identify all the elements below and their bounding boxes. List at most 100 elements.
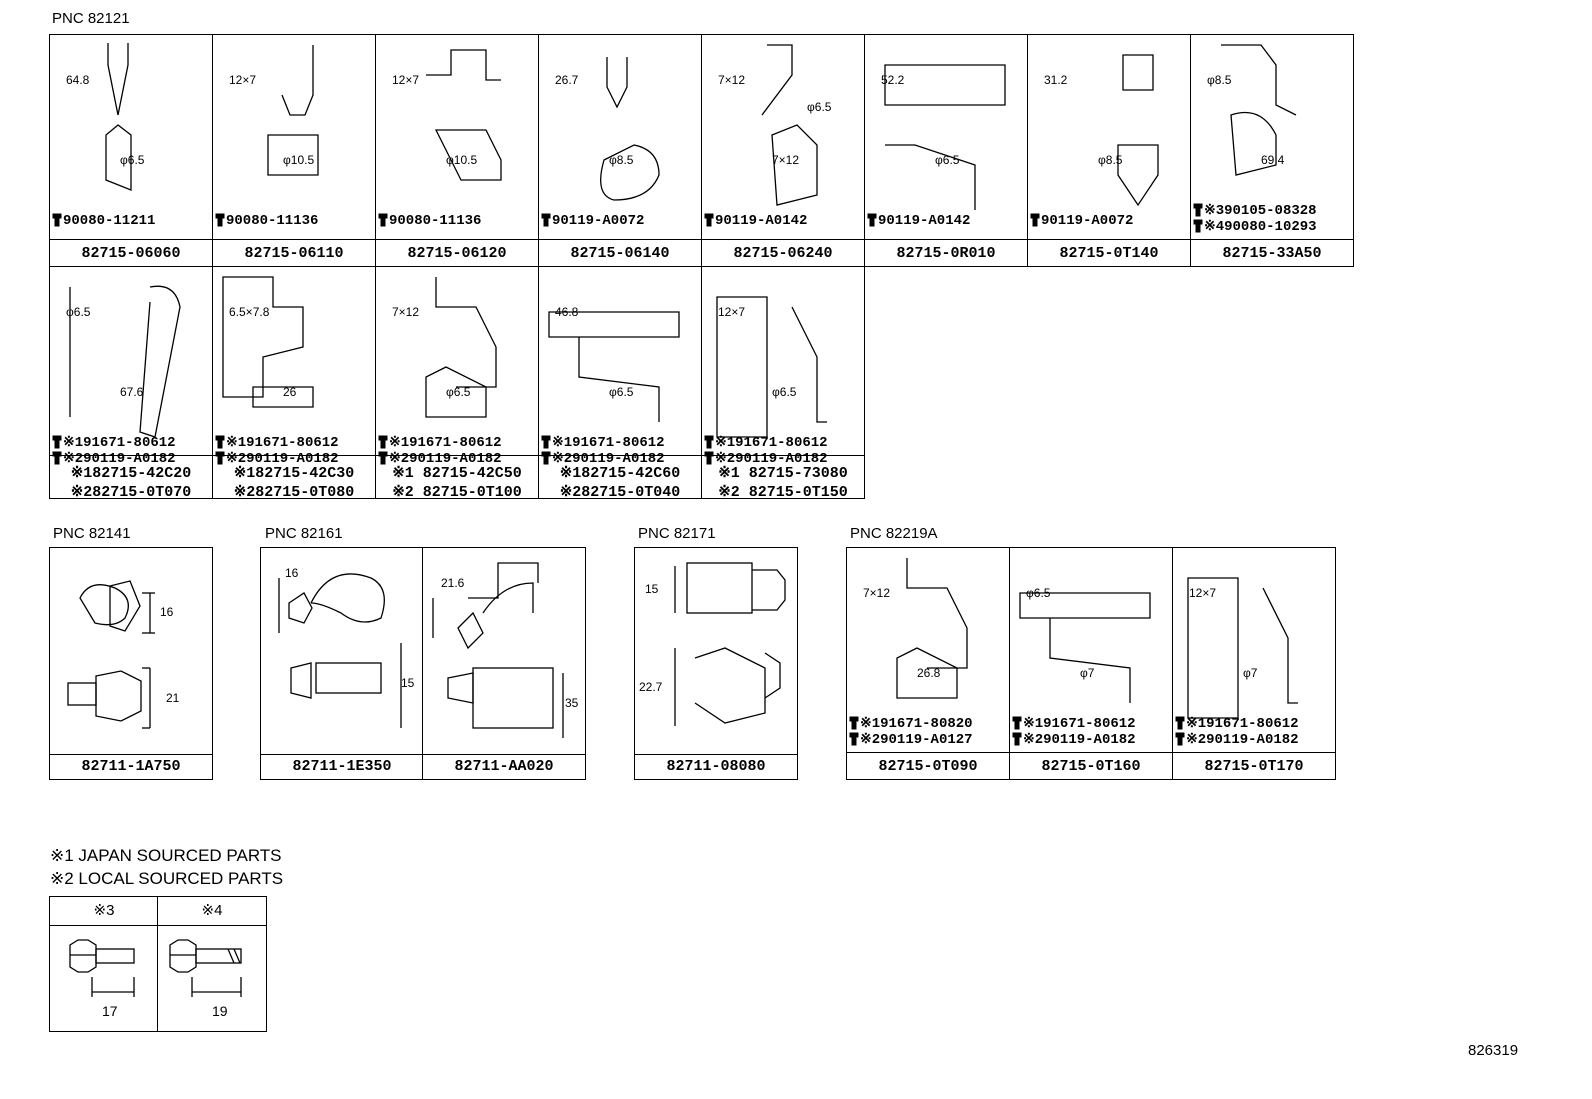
bolt-icon <box>849 716 859 730</box>
dim-text: 26 <box>283 385 297 399</box>
dim-text: φ6.5 <box>807 100 832 114</box>
bolt-icon <box>215 435 225 449</box>
bolt-icon <box>1193 203 1203 217</box>
bolt-callout: 90119-A0072 <box>1030 213 1133 229</box>
bolt-icon <box>867 213 877 227</box>
bolt-callout: ※390105-08328 <box>1193 203 1317 219</box>
part-number: 82715-33A50 <box>1222 245 1322 262</box>
dim-text: 12×7 <box>1189 586 1217 600</box>
part-number: 82715-0R010 <box>896 245 996 262</box>
bolt-icon <box>704 435 714 449</box>
part-number: 82715-0T170 <box>1204 758 1304 775</box>
bolt-callout: 90080-11136 <box>378 213 481 229</box>
dim-text: φ7 <box>1080 666 1095 680</box>
bracket-drawing <box>884 64 1006 210</box>
bolt-callout: 90119-A0142 <box>704 213 807 229</box>
part-cell-82711-1E350[interactable]: 16 15 82711-1E350 <box>260 547 424 780</box>
bracket-drawing <box>1117 54 1159 207</box>
dim-text: φ10.5 <box>283 153 315 167</box>
bolt-icon <box>1175 732 1185 746</box>
part-number: 82711-08080 <box>666 758 766 775</box>
bolt-number: ※390105-08328 <box>1204 203 1317 219</box>
bolt-number: ※191671-80612 <box>63 435 176 451</box>
bolt-callout: 90119-A0142 <box>867 213 970 229</box>
dim-text: φ7 <box>1243 666 1258 680</box>
bolt-icon <box>1193 219 1203 233</box>
dim-text: 67.6 <box>120 385 144 399</box>
part-number: 82711-1A750 <box>81 758 181 775</box>
bracket-drawing <box>548 311 680 422</box>
bracket-drawing <box>1019 592 1151 703</box>
dim-text: 7×12 <box>718 73 746 87</box>
bolt-number: ※290119-A0182 <box>1023 732 1136 748</box>
bolt-callout: ※290119-A0127 <box>849 732 973 748</box>
dim-text: 12×7 <box>392 73 420 87</box>
part-number: ※1 82715-42C50 <box>392 465 522 482</box>
bolt-icon <box>1012 732 1022 746</box>
bolt-callout: ※191671-80612 <box>1012 716 1136 732</box>
part-cell-82711-AA020[interactable]: 21.6 35 82711-AA020 <box>422 547 586 780</box>
bracket-drawing <box>761 44 818 206</box>
legend-length: 19 <box>212 1003 228 1019</box>
part-number: ※1 82715-73080 <box>718 465 848 482</box>
bolt-number: 90119-A0072 <box>1041 213 1134 229</box>
part-number: 82715-06140 <box>570 245 670 262</box>
dim-text: 69.4 <box>1261 153 1285 167</box>
bolt-callout: ※191671-80820 <box>849 716 973 732</box>
bolt-number: ※191671-80612 <box>226 435 339 451</box>
dim-text: 16 <box>285 566 299 580</box>
dim-text: 7×12 <box>863 586 891 600</box>
legend-cell-3: ※3 17 <box>49 896 159 1032</box>
bolt-number: ※290119-A0127 <box>860 732 973 748</box>
bolt-icon <box>849 732 859 746</box>
bolt-number: ※191671-80612 <box>715 435 828 451</box>
bracket-drawing <box>600 57 660 201</box>
bolt-callout: ※191671-80612 <box>215 435 339 451</box>
legend-length: 17 <box>102 1003 118 1019</box>
clip-drawing <box>674 562 786 726</box>
part-number-local: ※282715-0T070 <box>70 484 192 501</box>
clip-drawing <box>278 573 402 728</box>
bolt-callout: ※191671-80612 <box>378 435 502 451</box>
bolt-number: 90080-11211 <box>63 213 156 229</box>
part-cell-82711-1A750[interactable]: 16 21 82711-1A750 <box>49 547 213 780</box>
dim-text: 22.7 <box>639 680 663 694</box>
part-number: 82715-06240 <box>733 245 833 262</box>
dim-text: φ10.5 <box>446 153 478 167</box>
bolt-callout: 90080-11211 <box>52 213 155 229</box>
part-number-local: ※2 82715-0T100 <box>392 484 522 501</box>
dim-text: φ8.5 <box>609 153 634 167</box>
dim-text: 35 <box>565 696 579 710</box>
bolt-callout: ※191671-80612 <box>52 435 176 451</box>
bolt-icon <box>52 213 62 227</box>
dim-text: 7×12 <box>392 305 420 319</box>
dim-text: 26.8 <box>917 666 941 680</box>
bolt-callout: ※490080-10293 <box>1193 219 1317 235</box>
part-number-local: ※282715-0T040 <box>559 484 681 501</box>
part-number: 82715-06110 <box>244 245 344 262</box>
bolt-number: ※290119-A0182 <box>1186 732 1299 748</box>
pnc-82171-label: PNC 82171 <box>638 525 716 542</box>
part-cell-82711-08080[interactable]: 15 22.7 82711-08080 <box>634 547 798 780</box>
dim-text: 21 <box>166 691 180 705</box>
dim-text: φ6.5 <box>772 385 797 399</box>
bolt-icon <box>69 939 135 997</box>
dim-text: φ6.5 <box>120 153 145 167</box>
dim-text: φ6.5 <box>446 385 471 399</box>
